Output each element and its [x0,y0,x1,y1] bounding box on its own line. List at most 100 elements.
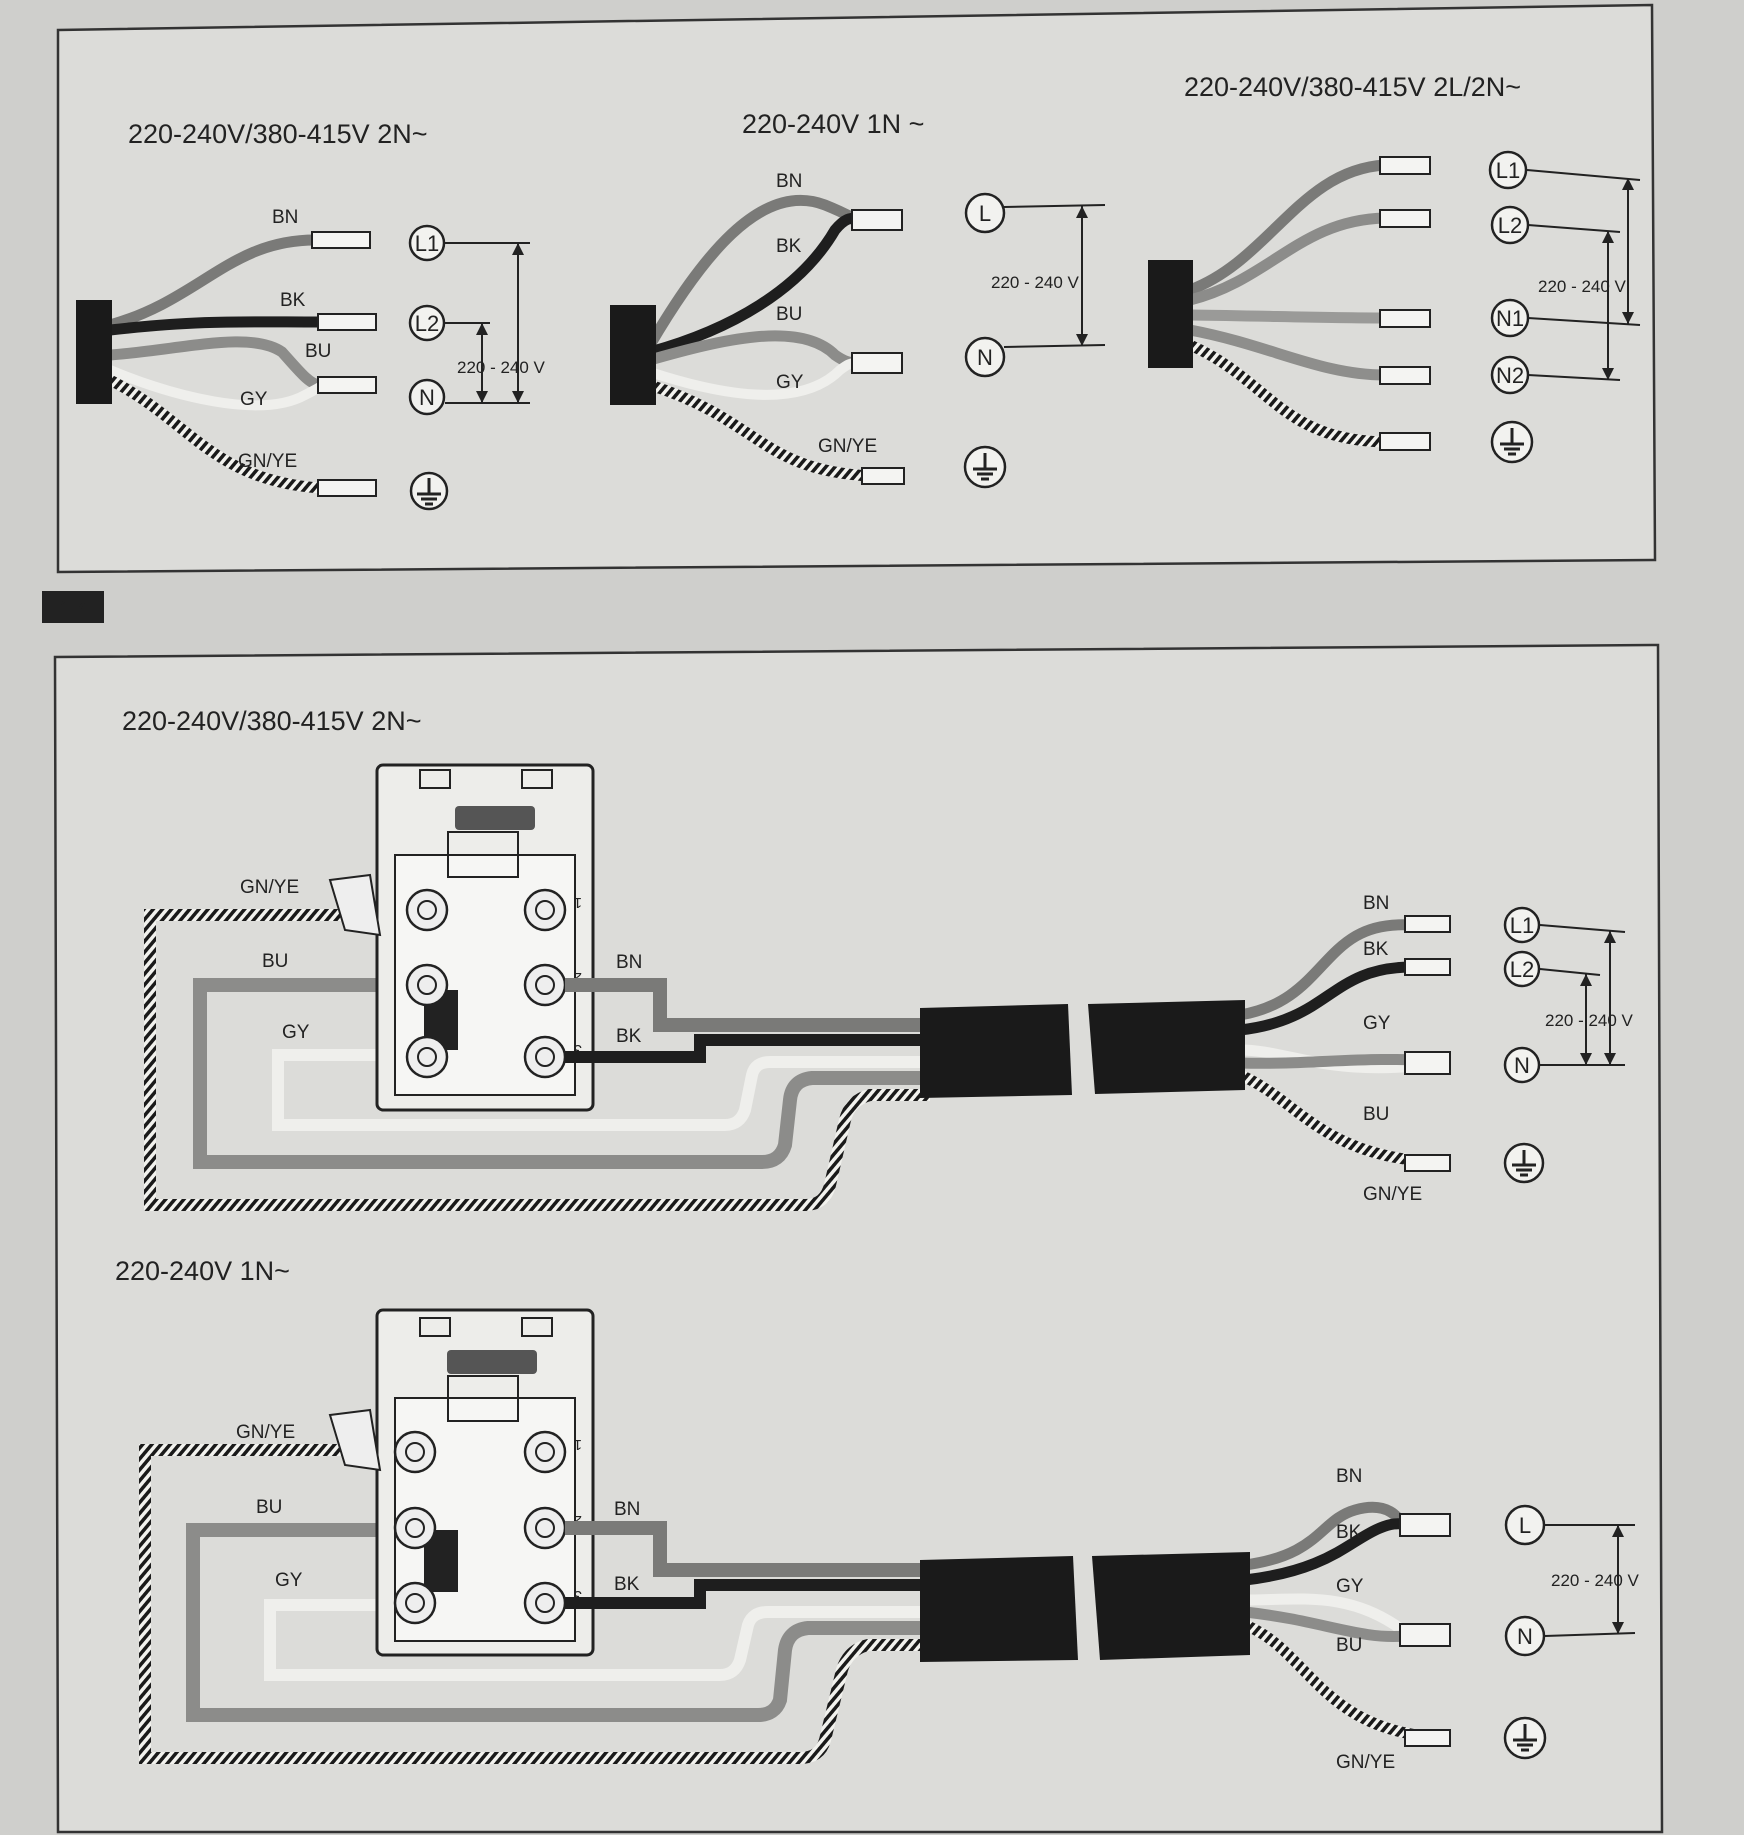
wire-label-gy: GY [240,389,268,410]
wire-label-bu: BU [256,1497,282,1518]
voltage-bracket [1539,924,1626,1066]
end-wire-gy [1244,1593,1409,1637]
ferrule [1404,1051,1451,1075]
terminal-l1 [1503,906,1541,944]
block-wire-bk [565,1579,935,1609]
wire-label-bu: BU [776,304,802,325]
end-label-gnye: GN/YE [1336,1752,1395,1773]
cable-sheath [610,305,656,405]
wire-label-bu: BU [262,951,288,972]
cable-sheath [1148,260,1193,368]
end-label-bn: BN [1363,893,1389,914]
block-number-3: 3 [574,1041,582,1058]
earth-icon [973,453,997,481]
end-wire-bk [1239,961,1411,1036]
ferrule [1379,366,1431,385]
wire-label-gnye: GN/YE [240,877,299,898]
voltage-bracket [1003,204,1106,348]
voltage-label: 220 - 240 V [1551,1571,1640,1590]
bottom-diagram-2n-title: 220-240V/380-415V 2N~ [122,706,421,736]
loop-wire-gnye [144,909,930,1211]
top-diagram-1n-title: 220-240V 1N ~ [742,109,924,139]
terminal-l [964,192,1006,234]
terminal-n [1503,1046,1541,1084]
top-diagram-1n: 220-240V 1N ~ BN BK BU GY GN/YE L N [610,109,1106,489]
earth-icon [417,478,441,506]
end-label-bu: BU [1363,1104,1389,1125]
terminal-label-l1: L1 [415,231,439,256]
voltage-bracket [1544,1524,1636,1637]
top-diagram-2n: 220-240V/380-415V 2N~ BN BK BU GY GN/YE … [76,119,546,511]
cable-sheath-right [1088,1000,1245,1094]
block-bridge [455,806,535,830]
end-label-bk: BK [1363,939,1389,960]
figure-number: 17 [60,595,87,622]
top-diagram-2n-title: 220-240V/380-415V 2N~ [128,119,427,149]
bottom-diagram-1n-title: 220-240V 1N~ [115,1256,290,1286]
wire-label-gy: GY [282,1022,310,1043]
end-label-bk: BK [1336,1522,1362,1543]
ferrule [1379,156,1431,175]
ferrule [1399,1623,1451,1647]
voltage-label: 220 - 240 V [1545,1011,1634,1030]
end-wire-bk [1244,1518,1406,1586]
end-wire-bu [1244,1606,1406,1643]
block-number-2: 2 [574,969,582,986]
wire-1 [1188,159,1386,296]
wire-bu [109,336,321,391]
earth-icon [1512,1150,1536,1177]
end-label-bu: BU [1336,1635,1362,1656]
wire-label-bu: BU [305,341,331,362]
terminal-n [408,378,446,416]
loop-wire-bu [186,1523,935,1722]
earth-icon [1513,1724,1537,1752]
screw-terminal [523,888,567,932]
ferrule [1379,309,1431,328]
wire-label-bn: BN [616,952,642,973]
terminal-label-l2: L2 [1510,957,1534,982]
ferrule [851,209,903,231]
bottom-diagram-1n: 220-240V 1N~ [115,1256,1640,1773]
terminal-l [1504,1504,1546,1546]
bottom-diagram-2n: 220-240V/380-415V 2N~ [122,706,1634,1211]
wire-3 [1189,309,1386,324]
screw-terminal [393,1581,437,1625]
loop-wire-gy [264,1599,935,1681]
wire-label-gy: GY [776,372,804,393]
cable-sheath-left [920,1556,1078,1662]
terminal-l2 [1503,950,1541,988]
ferrule [1399,1513,1451,1537]
terminal-l2 [408,304,446,342]
earth-clamp [328,1408,382,1472]
screw-terminal [405,888,449,932]
top-diagram-2l2n-title: 220-240V/380-415V 2L/2N~ [1184,72,1521,102]
block-wire-bn [565,978,930,1032]
block-wire-bk [565,1034,930,1063]
screw-terminal [523,1430,567,1474]
block-number-1: 1 [574,894,582,911]
ferrule [1404,1154,1451,1172]
figure-number-badge: 17 [42,591,104,623]
terminal-l1 [1488,150,1528,190]
ferrule [317,479,377,497]
ferrule [1379,432,1431,451]
terminal-label-n: N [419,385,435,410]
wire-label-bk: BK [280,290,306,311]
loop-wire-bu [193,978,930,1169]
terminal-label-l: L [1519,1513,1531,1538]
voltage-bracket [1526,169,1641,381]
wire-label-bk: BK [616,1026,642,1047]
terminal-block: 1 2 3 [328,763,595,1112]
wire-4 [1188,324,1386,381]
cable-sheath-right [1092,1552,1250,1660]
block-number-1: 1 [574,1436,582,1453]
loop-wire-gnye [139,1444,935,1764]
wire-label-gnye: GN/YE [236,1422,295,1443]
wire-label-bk: BK [614,1574,640,1595]
screw-terminal [405,963,449,1007]
screw-terminal [523,1581,567,1625]
terminal-label-l2: L2 [1498,213,1522,238]
wire-label-bk: BK [776,236,802,257]
